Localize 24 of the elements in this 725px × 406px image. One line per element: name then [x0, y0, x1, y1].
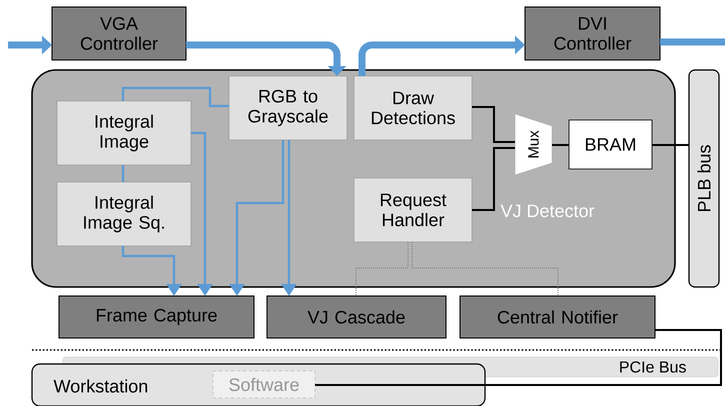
connector-line [652, 144, 689, 146]
memory-box: BRAM [568, 120, 652, 170]
mux-trapezoid: Mux [514, 114, 552, 176]
connector-line [122, 86, 229, 108]
controller-box: Frame Capture [58, 296, 254, 338]
bus-bar: PLB bus [688, 69, 720, 288]
module-box: RGB to Grayscale [228, 76, 348, 140]
connector-line [472, 106, 515, 143]
connector-line [122, 165, 124, 182]
module-box: Integral Image Sq. [56, 182, 192, 246]
connector-line [552, 144, 569, 146]
controller-box: DVI Controller [524, 6, 660, 60]
module-box: Integral Image [56, 100, 192, 166]
controller-box: VJ Cascade [266, 296, 446, 338]
connector-line [356, 242, 408, 296]
connector-line [315, 329, 722, 386]
connector-line [412, 242, 558, 296]
controller-box: VGA Controller [52, 6, 186, 60]
controller-box: Central Notifier [460, 296, 656, 338]
bus-line [660, 38, 725, 46]
connector-line [472, 147, 515, 211]
module-box: Request Handler [354, 178, 472, 242]
software-box: Software [212, 370, 316, 398]
module-box: Draw Detections [354, 76, 472, 140]
